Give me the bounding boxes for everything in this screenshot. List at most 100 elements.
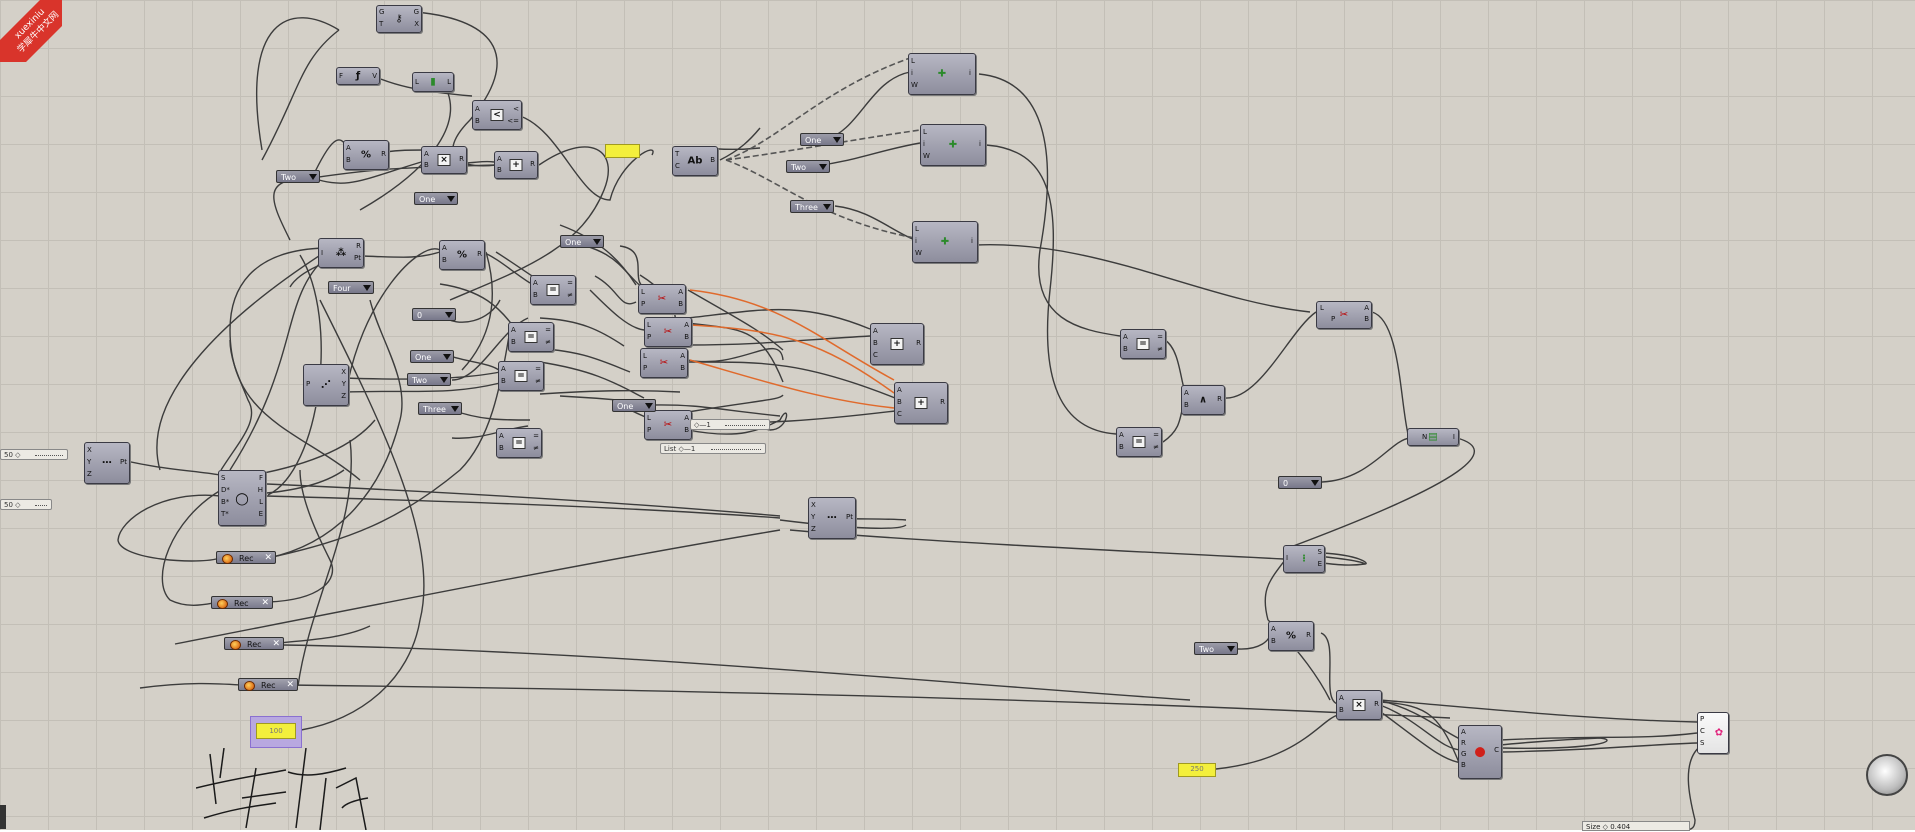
pin[interactable]: W: [915, 249, 922, 257]
chevron-down-icon[interactable]: [819, 164, 827, 170]
gate-component[interactable]: G T ⚷ G X: [376, 5, 422, 33]
list-item-component-1[interactable]: L P ✂ A B: [638, 284, 686, 314]
pin[interactable]: P: [647, 426, 652, 434]
pin[interactable]: A: [442, 244, 447, 252]
gate-and-component[interactable]: A B ∧ R: [1181, 385, 1225, 415]
construct-point-component-1[interactable]: X Y Z ⋯ Pt: [84, 442, 130, 484]
pin[interactable]: B: [1271, 637, 1276, 645]
insert-items-component-3[interactable]: L i W ✚ i: [912, 221, 978, 263]
pin[interactable]: W: [923, 152, 930, 160]
pin[interactable]: X: [414, 20, 419, 28]
value-list-one[interactable]: One: [414, 192, 458, 205]
pin[interactable]: C: [1494, 746, 1499, 754]
pin[interactable]: L: [447, 78, 451, 86]
value-list-one[interactable]: One: [560, 235, 604, 248]
pin[interactable]: A: [424, 150, 429, 158]
pin[interactable]: B: [680, 364, 685, 372]
pin[interactable]: L: [911, 57, 915, 65]
pin[interactable]: ≠: [1153, 443, 1159, 451]
pin[interactable]: I: [1286, 554, 1289, 562]
slider-track[interactable]: [725, 425, 765, 426]
pin[interactable]: Pt: [846, 513, 853, 521]
pin[interactable]: C: [675, 162, 680, 170]
record-button[interactable]: Rec✕: [211, 596, 273, 609]
chevron-down-icon[interactable]: [443, 354, 451, 360]
equality-component-5[interactable]: A B = = ≠: [1120, 329, 1166, 359]
pin[interactable]: A: [684, 414, 689, 422]
pin[interactable]: T: [379, 20, 384, 28]
pin[interactable]: =: [567, 279, 573, 287]
number-slider[interactable]: ◇—1: [690, 419, 770, 430]
pin[interactable]: X: [811, 501, 816, 509]
close-icon[interactable]: ✕: [272, 639, 280, 649]
pin[interactable]: ≠: [567, 291, 573, 299]
chevron-down-icon[interactable]: [833, 137, 841, 143]
record-button[interactable]: Rec✕: [224, 637, 284, 650]
chevron-down-icon[interactable]: [309, 174, 317, 180]
pin[interactable]: P: [647, 333, 652, 341]
pin[interactable]: B: [710, 156, 715, 164]
value-list-two[interactable]: Two: [1194, 642, 1238, 655]
pin[interactable]: P: [1700, 715, 1705, 723]
pin[interactable]: A: [1461, 728, 1466, 736]
pin[interactable]: A: [873, 327, 878, 335]
pin[interactable]: W: [911, 81, 918, 89]
pin[interactable]: A: [684, 321, 689, 329]
value-list-one[interactable]: One: [410, 350, 454, 363]
pin[interactable]: i: [915, 237, 917, 245]
pin[interactable]: A: [1184, 389, 1189, 397]
pin[interactable]: B: [1184, 401, 1189, 409]
pin[interactable]: =: [535, 365, 541, 373]
value-list-three[interactable]: Three: [418, 402, 462, 415]
insert-items-component-2[interactable]: L i W ✚ i: [920, 124, 986, 166]
value-list-one[interactable]: One: [800, 133, 844, 146]
pin[interactable]: ≠: [533, 444, 539, 452]
pin[interactable]: L: [415, 78, 419, 86]
pin[interactable]: Z: [87, 470, 92, 478]
pin[interactable]: L: [915, 225, 919, 233]
modulus-component-1[interactable]: A B % R: [343, 140, 389, 170]
equality-component-2[interactable]: A B = = ≠: [508, 322, 554, 352]
pin[interactable]: L: [641, 288, 645, 296]
pin[interactable]: R: [381, 150, 386, 158]
pin[interactable]: B: [684, 333, 689, 341]
pin[interactable]: C: [1700, 727, 1705, 735]
modulus-component-2[interactable]: A B % R: [439, 240, 485, 270]
pin[interactable]: Y: [87, 458, 92, 466]
list-item-component-4[interactable]: L P ✂ A B: [644, 410, 692, 440]
pin[interactable]: A: [1119, 431, 1124, 439]
pin[interactable]: P: [641, 300, 646, 308]
pin[interactable]: R: [1217, 395, 1222, 403]
pin[interactable]: ≠: [535, 377, 541, 385]
pin[interactable]: A: [501, 365, 506, 373]
pin[interactable]: B: [424, 161, 429, 169]
pin[interactable]: C: [897, 410, 902, 418]
value-list-zero[interactable]: 0: [412, 308, 456, 321]
pin[interactable]: R: [356, 242, 361, 250]
pin[interactable]: L: [923, 128, 927, 136]
close-icon[interactable]: ✕: [286, 680, 294, 690]
pin[interactable]: X: [341, 368, 346, 376]
chevron-down-icon[interactable]: [440, 377, 448, 383]
pin[interactable]: <=: [507, 117, 519, 125]
pin[interactable]: Z: [341, 392, 346, 400]
pin[interactable]: i: [969, 69, 971, 77]
pin[interactable]: E: [258, 510, 263, 518]
pin[interactable]: V: [372, 72, 377, 80]
pin[interactable]: i: [923, 140, 925, 148]
pin[interactable]: A: [511, 326, 516, 334]
addition-component-2[interactable]: A B C + R: [870, 323, 924, 365]
pin[interactable]: B: [499, 444, 504, 452]
pin[interactable]: =: [545, 326, 551, 334]
pin[interactable]: i: [979, 140, 981, 148]
chevron-down-icon[interactable]: [447, 196, 455, 202]
pin[interactable]: B: [897, 398, 902, 406]
pin[interactable]: N: [1422, 433, 1428, 441]
pin[interactable]: A: [346, 144, 351, 152]
pin[interactable]: E: [1317, 560, 1322, 568]
pin[interactable]: C: [873, 351, 878, 359]
pin[interactable]: B: [1119, 443, 1124, 451]
pin[interactable]: A: [497, 155, 502, 163]
chevron-down-icon[interactable]: [445, 312, 453, 318]
